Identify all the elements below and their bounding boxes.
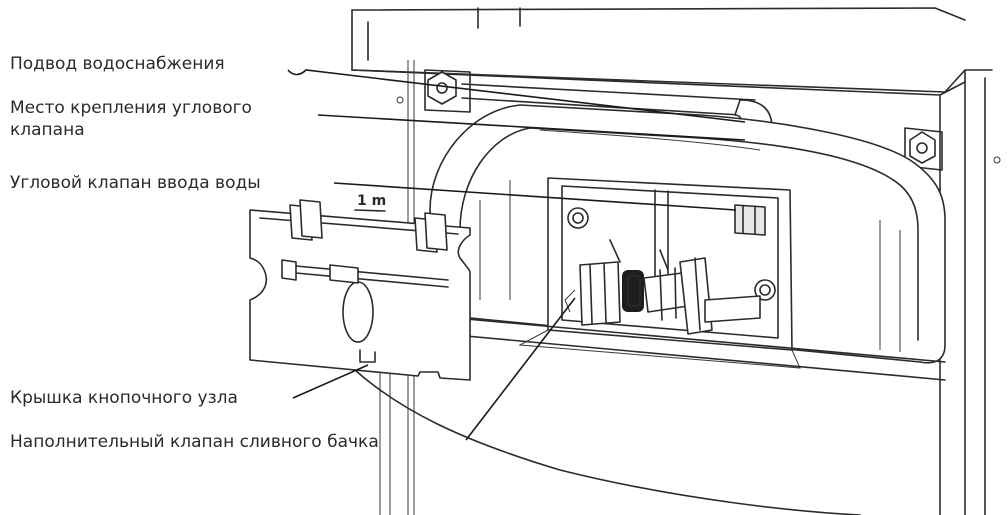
frame-bolt-left	[427, 71, 457, 105]
inner-bolt-right	[754, 279, 776, 301]
label-valve-mount-line1: Место крепления углового	[10, 98, 252, 118]
callout-labels: Подвод водоснабжения Место крепления угл…	[10, 54, 379, 452]
leader-fill-valve	[465, 297, 576, 441]
label-button-cover: Крышка кнопочного узла	[10, 388, 238, 408]
cover-clip-right	[414, 212, 448, 253]
angle-valve	[734, 204, 766, 236]
leader-water-supply	[287, 69, 746, 123]
label-water-supply: Подвод водоснабжения	[10, 54, 225, 74]
frame-bolt-right	[909, 131, 936, 164]
leader-angle-valve	[333, 182, 737, 211]
leader-button-cover	[292, 364, 369, 399]
lower-contour	[354, 369, 861, 515]
label-valve-mount-line2: клапана	[10, 120, 85, 140]
label-angle-valve: Угловой клапан ввода воды	[10, 173, 261, 193]
cover-clip-left	[289, 199, 323, 241]
leader-lines	[287, 69, 746, 441]
scale-mark-text: 1 m	[357, 193, 386, 209]
leader-valve-mount	[317, 114, 746, 141]
fill-valve	[564, 239, 761, 335]
inspection-opening	[454, 177, 946, 381]
actuator-rod	[281, 259, 449, 288]
inner-bolt-left	[567, 207, 589, 229]
scale-mark: 1 m	[354, 193, 386, 212]
label-fill-valve: Наполнительный клапан сливного бачка	[10, 432, 379, 452]
button-unit-cover	[249, 199, 471, 381]
